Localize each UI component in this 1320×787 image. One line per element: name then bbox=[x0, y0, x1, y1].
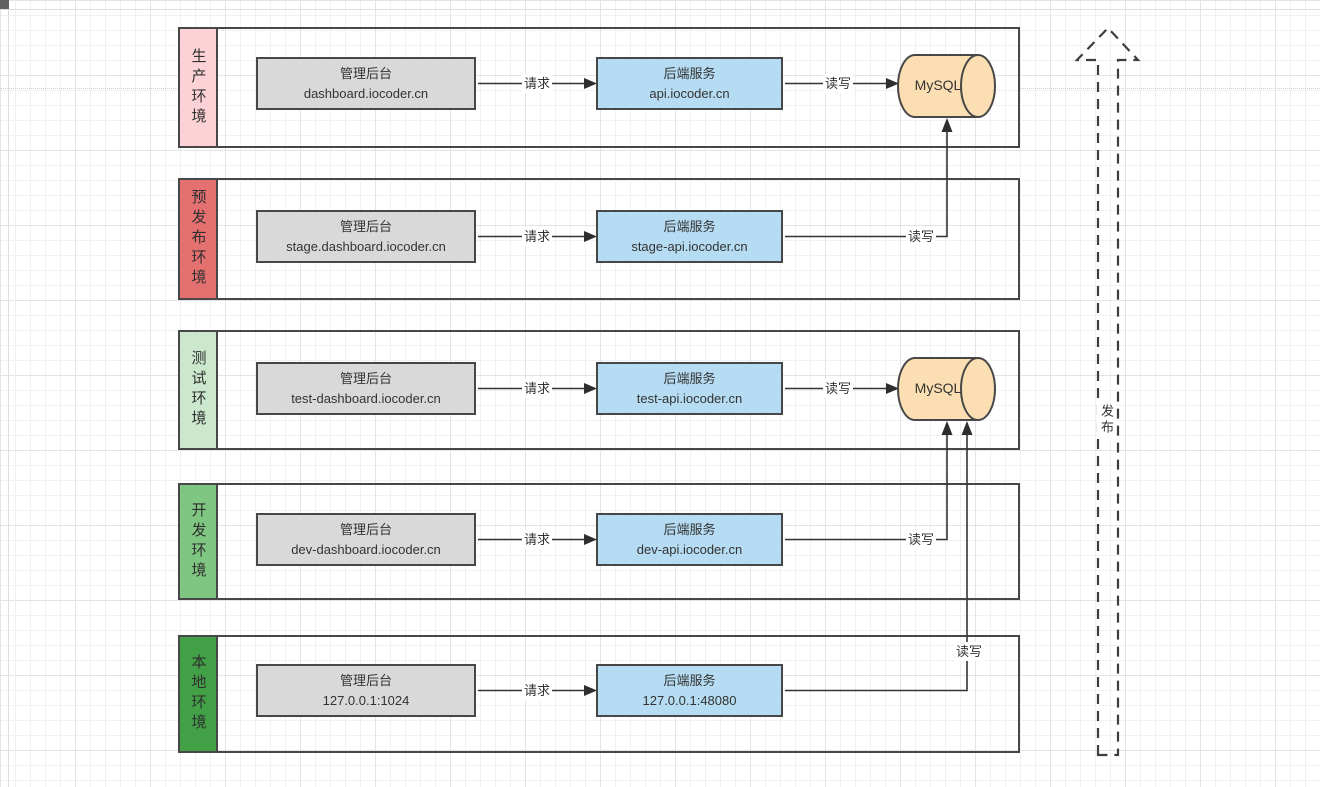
node-title: 管理后台 bbox=[339, 370, 392, 386]
request-label-development: 请求 bbox=[522, 530, 552, 549]
readwrite-label-production: 读写 bbox=[823, 74, 853, 93]
node-title: 管理后台 bbox=[339, 65, 392, 81]
release-arrow bbox=[1074, 26, 1141, 757]
env-label-staging: 预发布环境 bbox=[178, 178, 218, 300]
node-host: api.iocoder.cn bbox=[649, 85, 730, 101]
env-row-local: 本地环境 bbox=[178, 635, 1020, 753]
node-host: stage.dashboard.iocoder.cn bbox=[286, 238, 446, 254]
env-row-development: 开发环境 bbox=[178, 483, 1020, 600]
node-host: test-api.iocoder.cn bbox=[636, 390, 743, 406]
backend-node-staging: 后端服务 stage-api.iocoder.cn bbox=[596, 210, 783, 263]
node-host: dashboard.iocoder.cn bbox=[303, 85, 429, 101]
readwrite-label-local: 读写 bbox=[954, 642, 984, 661]
backend-node-production: 后端服务 api.iocoder.cn bbox=[596, 57, 783, 110]
page-guide-horizontal bbox=[0, 9, 1320, 10]
release-arrow-label: 发布 bbox=[1097, 402, 1116, 438]
request-label-testing: 请求 bbox=[522, 379, 552, 398]
env-label-text: 本地环境 bbox=[189, 654, 207, 734]
env-row-production: 生产环境 bbox=[178, 27, 1020, 148]
page-guide-dotted-right bbox=[1020, 88, 1320, 89]
backend-node-testing: 后端服务 test-api.iocoder.cn bbox=[596, 362, 783, 415]
env-label-text: 预发布环境 bbox=[189, 189, 207, 289]
node-host: dev-dashboard.iocoder.cn bbox=[291, 541, 441, 557]
node-host: 127.0.0.1:1024 bbox=[322, 692, 410, 708]
env-label-production: 生产环境 bbox=[178, 27, 218, 148]
node-title: 管理后台 bbox=[339, 521, 392, 537]
node-title: 后端服务 bbox=[663, 521, 716, 537]
request-label-local: 请求 bbox=[522, 681, 552, 700]
node-host: stage-api.iocoder.cn bbox=[631, 238, 748, 254]
env-label-testing: 测试环境 bbox=[178, 330, 218, 450]
env-label-development: 开发环境 bbox=[178, 483, 218, 600]
node-title: 后端服务 bbox=[663, 672, 716, 688]
node-title: 管理后台 bbox=[339, 672, 392, 688]
env-row-staging: 预发布环境 bbox=[178, 178, 1020, 300]
node-title: 管理后台 bbox=[339, 218, 392, 234]
readwrite-label-testing: 读写 bbox=[823, 379, 853, 398]
env-label-text: 测试环境 bbox=[189, 350, 207, 430]
node-host: 127.0.0.1:48080 bbox=[642, 692, 737, 708]
dashboard-node-development: 管理后台 dev-dashboard.iocoder.cn bbox=[256, 513, 476, 566]
backend-node-local: 后端服务 127.0.0.1:48080 bbox=[596, 664, 783, 717]
node-title: 后端服务 bbox=[663, 65, 716, 81]
env-label-local: 本地环境 bbox=[178, 635, 218, 753]
dashboard-node-staging: 管理后台 stage.dashboard.iocoder.cn bbox=[256, 210, 476, 263]
node-title: 后端服务 bbox=[663, 370, 716, 386]
page-origin-marker bbox=[0, 0, 9, 9]
page-guide-vertical bbox=[8, 0, 9, 787]
node-host: dev-api.iocoder.cn bbox=[636, 541, 743, 557]
mysql-label-production: MySQL bbox=[914, 77, 962, 93]
node-host: test-dashboard.iocoder.cn bbox=[291, 390, 441, 406]
request-label-staging: 请求 bbox=[522, 227, 552, 246]
dashboard-node-testing: 管理后台 test-dashboard.iocoder.cn bbox=[256, 362, 476, 415]
dashboard-node-production: 管理后台 dashboard.iocoder.cn bbox=[256, 57, 476, 110]
page-guide-dotted-left bbox=[0, 88, 178, 89]
dashboard-node-local: 管理后台 127.0.0.1:1024 bbox=[256, 664, 476, 717]
backend-node-development: 后端服务 dev-api.iocoder.cn bbox=[596, 513, 783, 566]
readwrite-label-staging: 读写 bbox=[906, 227, 936, 246]
env-row-testing: 测试环境 bbox=[178, 330, 1020, 450]
env-label-text: 生产环境 bbox=[189, 47, 207, 128]
mysql-label-testing: MySQL bbox=[914, 380, 962, 396]
request-label-production: 请求 bbox=[522, 74, 552, 93]
readwrite-label-development: 读写 bbox=[906, 530, 936, 549]
env-label-text: 开发环境 bbox=[189, 501, 207, 582]
node-title: 后端服务 bbox=[663, 218, 716, 234]
